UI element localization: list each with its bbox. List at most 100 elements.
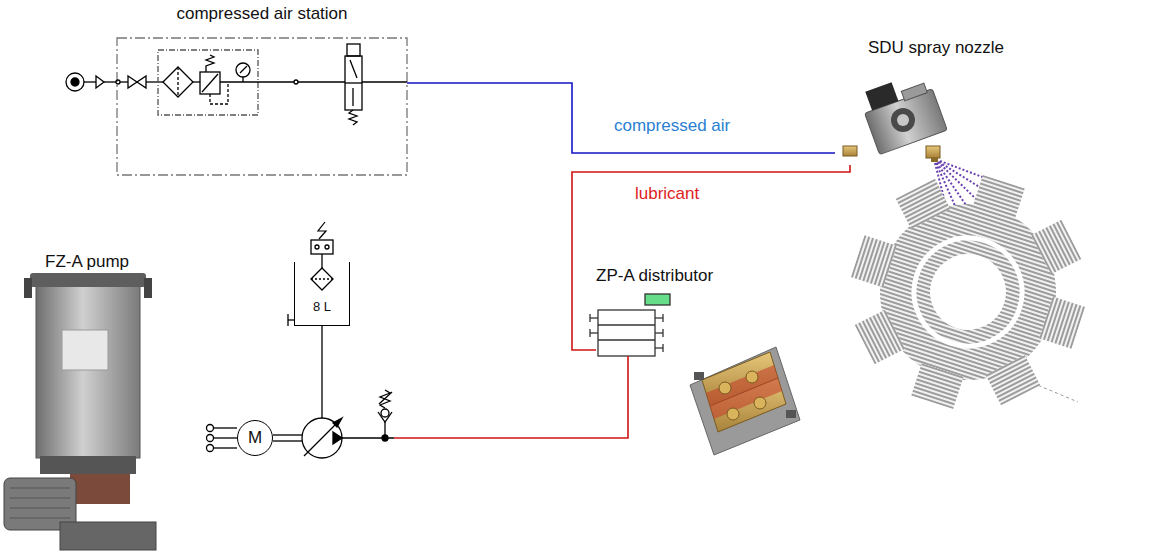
pump-picture	[40, 456, 136, 474]
air-station-symbols	[104, 81, 116, 82]
pump-symbol	[214, 447, 237, 448]
pump-symbol	[384, 422, 385, 438]
pump-symbol	[214, 427, 237, 428]
air-line	[407, 83, 835, 153]
pump-symbol	[333, 418, 342, 427]
air-station-symbols	[66, 38, 407, 175]
spray-nozzle-picture	[843, 70, 993, 208]
pump-symbol	[207, 445, 214, 452]
spray-nozzle-picture	[931, 157, 938, 162]
distributor-symbol-lines	[662, 344, 663, 352]
spray-nozzle-group: SDU spray nozzle	[835, 35, 1060, 165]
node-label: compressed air station	[176, 4, 347, 24]
pump-symbol	[311, 240, 333, 254]
pump-symbol	[273, 440, 302, 441]
spray-nozzle-picture	[901, 83, 927, 101]
pump-picture	[10, 497, 70, 498]
spray-nozzle-picture	[865, 82, 898, 110]
pump-picture	[10, 507, 70, 508]
distributor-symbol-lines	[590, 317, 598, 318]
pump-symbol	[321, 254, 322, 268]
distributor-symbol-lines	[598, 324, 655, 325]
lubricant-line	[394, 356, 628, 438]
distributor-symbol-lines	[589, 314, 590, 322]
air-station-symbols	[298, 81, 345, 82]
pump-picture	[70, 474, 130, 504]
gear-picture	[986, 355, 1041, 405]
gear-picture	[1039, 296, 1085, 348]
distributor-symbol-lines	[655, 347, 663, 348]
air-station-symbols	[345, 56, 362, 110]
pump-symbol	[333, 432, 342, 444]
pump-symbol	[207, 425, 214, 432]
pump-symbol	[321, 326, 322, 418]
distributor-picture	[746, 371, 758, 383]
air-station-symbols	[345, 82, 362, 83]
pump-symbol	[325, 245, 329, 249]
pump-symbol	[302, 418, 342, 458]
pump-symbol	[207, 435, 214, 442]
air-station-symbols	[362, 81, 407, 82]
pump-picture	[24, 278, 32, 298]
tank-symbol: 8 L	[294, 262, 350, 326]
edge-label: compressed air	[612, 116, 732, 136]
air-station-symbols	[146, 81, 163, 82]
air-station-symbols	[350, 60, 357, 78]
lubricant-line	[572, 165, 850, 350]
distributor-symbol-lines	[589, 329, 590, 337]
gear-picture	[920, 244, 1016, 340]
spray-nozzle-picture	[843, 146, 857, 156]
gear-picture	[1031, 220, 1081, 275]
motor-symbol: M	[237, 420, 273, 456]
pump-symbol	[315, 245, 319, 249]
pump-symbol	[379, 392, 392, 404]
pump-symbol	[304, 422, 338, 456]
node-label: M	[248, 428, 262, 448]
air-station-symbols	[236, 63, 250, 77]
gear-picture	[857, 181, 1079, 403]
pump-group: FZ-A pump8 LM	[5, 250, 394, 552]
distributor-symbol-lines	[590, 294, 670, 356]
gear-picture	[900, 224, 1036, 360]
pump-picture	[60, 522, 156, 550]
distributor-symbol-lines	[662, 314, 663, 322]
distributor-picture	[727, 408, 739, 420]
distributor-symbol-lines	[655, 332, 663, 333]
gear-picture	[911, 363, 963, 409]
air-station-symbols	[84, 81, 96, 82]
air-station-symbols	[71, 78, 79, 86]
air-station-symbols	[66, 73, 84, 91]
spray-nozzle-picture	[926, 146, 940, 158]
distributor-picture	[690, 347, 800, 455]
distributor-symbol-lines	[598, 339, 655, 340]
spray-nozzle-picture	[891, 108, 915, 132]
pump-symbol	[273, 434, 302, 435]
distributor-picture	[786, 410, 796, 418]
pump-symbol	[311, 268, 333, 290]
distributor-symbol-lines	[590, 332, 598, 333]
air-station-symbols	[347, 44, 360, 56]
distributor-picture	[690, 347, 800, 455]
air-station-symbols	[128, 76, 146, 88]
pump-symbol	[207, 222, 395, 458]
pump-picture	[30, 273, 146, 287]
gear-picture	[822, 146, 1114, 438]
pump-picture	[4, 273, 156, 550]
pump-picture	[36, 282, 140, 458]
distributor-picture	[706, 365, 782, 419]
pump-picture	[62, 330, 108, 370]
gear-picture	[972, 175, 1024, 221]
air-station-symbols	[117, 38, 407, 175]
air-station-box: compressed air station	[117, 2, 407, 175]
air-station-symbols	[202, 74, 218, 92]
air-station-symbols	[210, 82, 228, 104]
air-station-symbols	[242, 77, 243, 82]
node-label: 8 L	[313, 299, 331, 315]
gear-picture	[851, 235, 897, 287]
gear-picture	[896, 179, 951, 229]
node-label: SDU spray nozzle	[868, 38, 1004, 58]
